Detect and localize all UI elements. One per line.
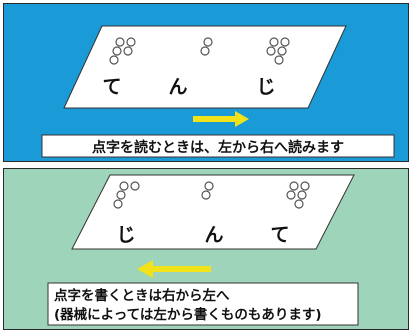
kana-label-2: ん xyxy=(168,76,187,98)
reading-panel: て ん じ 点字を読むときは、左から右へ読みます xyxy=(3,3,409,162)
braille-dot xyxy=(277,46,287,56)
braille-dot xyxy=(204,181,214,191)
braille-dot xyxy=(115,37,125,47)
braille-paper xyxy=(63,25,347,109)
writing-diagram: じ ん て 点字を書くときは右から左へ (器械によっては左から書くものもあります… xyxy=(4,169,408,329)
braille-dot xyxy=(130,181,140,191)
left-arrow-icon xyxy=(137,260,211,278)
caption-box xyxy=(41,134,395,158)
braille-dot xyxy=(201,190,211,200)
braille-dot xyxy=(200,46,210,56)
kana-label-3: じ xyxy=(256,76,275,98)
braille-dot xyxy=(300,181,310,191)
braille-dot xyxy=(297,190,307,200)
kana-label-1: て xyxy=(102,76,121,98)
braille-dot xyxy=(274,55,284,65)
caption-box xyxy=(47,282,359,326)
braille-paper xyxy=(71,174,355,250)
braille-dot xyxy=(294,199,304,209)
reading-diagram: て ん じ 点字を読むときは、左から右へ読みます xyxy=(4,4,408,161)
braille-dots-group xyxy=(109,37,290,65)
writing-caption-line-2: (器械によっては左から書くものもあります) xyxy=(54,306,322,323)
braille-dot xyxy=(123,46,133,56)
writing-panel: じ ん て 点字を書くときは右から左へ (器械によっては左から書くものもあります… xyxy=(3,168,409,330)
braille-dot xyxy=(266,46,276,56)
braille-dot xyxy=(269,37,279,47)
braille-dot xyxy=(113,199,123,209)
braille-dot xyxy=(116,190,126,200)
kana-label-1: じ xyxy=(116,224,135,246)
braille-dot xyxy=(286,190,296,200)
right-arrow-icon xyxy=(193,111,249,127)
braille-dot xyxy=(119,181,129,191)
braille-dot xyxy=(203,37,213,47)
kana-label-2: ん xyxy=(204,224,223,246)
braille-dot xyxy=(289,181,299,191)
braille-dot xyxy=(112,46,122,56)
braille-dots-group xyxy=(113,181,310,209)
reading-caption: 点字を読むときは、左から右へ読みます xyxy=(92,139,344,156)
writing-caption-line-1: 点字を書くときは右から左へ xyxy=(54,287,230,304)
braille-dot xyxy=(109,55,119,65)
braille-dot xyxy=(126,37,136,47)
kana-label-3: て xyxy=(270,224,289,246)
braille-dot xyxy=(280,37,290,47)
